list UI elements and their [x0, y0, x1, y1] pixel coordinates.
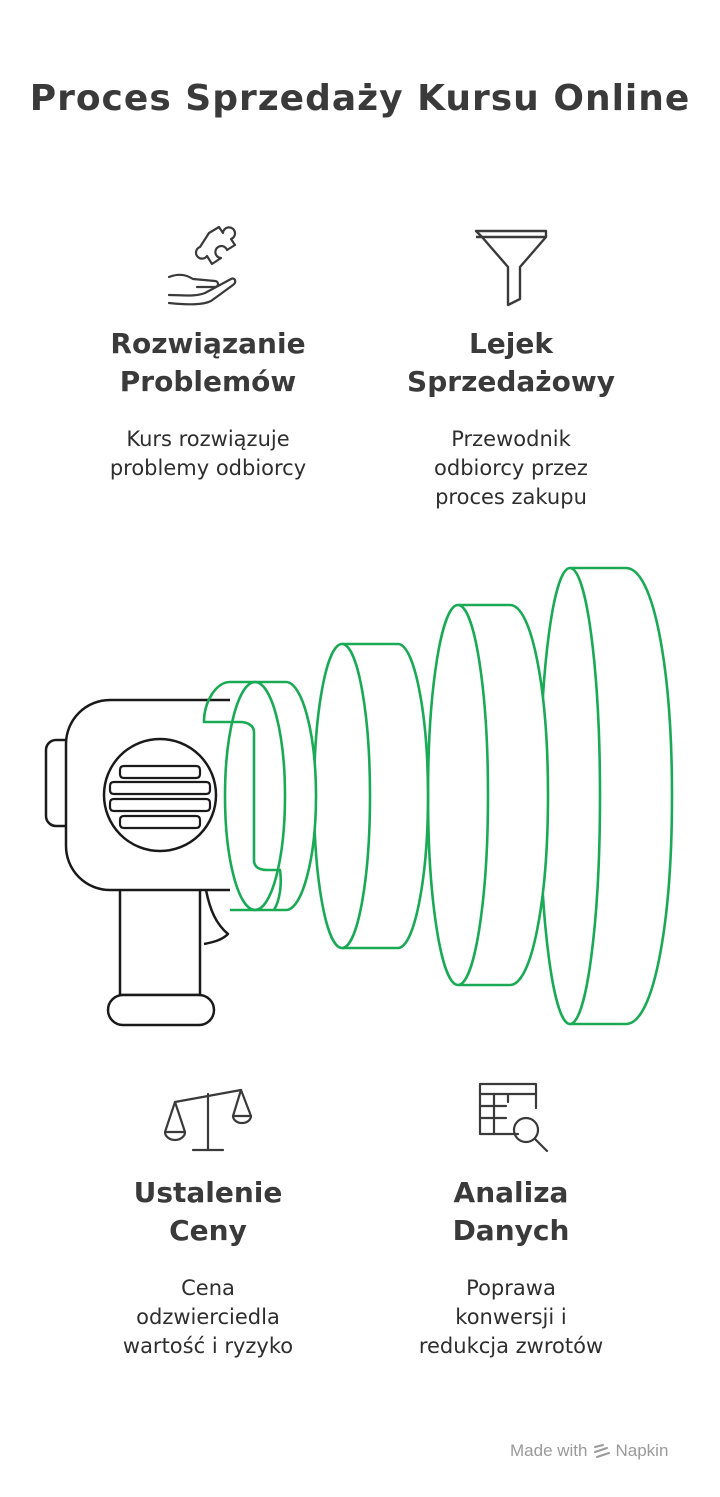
block-problem-solving: Rozwiązanie Problemów Kurs rozwiązuje pr…	[58, 225, 358, 483]
block-heading: Analiza Danych	[452, 1176, 570, 1247]
block-heading: Ustalenie Ceny	[133, 1176, 283, 1247]
hand-puzzle-icon	[167, 225, 237, 306]
funnel-icon	[474, 229, 548, 307]
footer-made-with: Made with	[510, 1441, 588, 1460]
block-pricing: Ustalenie Ceny Cena odzwierciedla wartoś…	[58, 1078, 358, 1361]
table-search-icon	[478, 1082, 549, 1153]
block-description: Cena odzwierciedla wartość i ryzyko	[122, 1276, 294, 1358]
block-heading: Rozwiązanie Problemów	[110, 327, 306, 398]
napkin-brand: Napkin	[593, 1441, 668, 1461]
block-heading: Lejek Sprzedażowy	[407, 327, 615, 398]
block-sales-funnel: Lejek Sprzedażowy Przewodnik odbiorcy pr…	[361, 225, 661, 512]
napkin-logo-icon	[594, 1444, 611, 1458]
page-title: Proces Sprzedaży Kursu Online	[29, 78, 691, 119]
footer-brand: Napkin	[615, 1441, 669, 1460]
block-data-analysis: Analiza Danych Poprawa konwersji i reduk…	[361, 1078, 661, 1361]
sound-wave-rings	[202, 566, 674, 1026]
block-description: Kurs rozwiązuje problemy odbiorcy	[109, 427, 307, 480]
block-description: Poprawa konwersji i redukcja zwrotów	[418, 1276, 604, 1358]
megaphone-icon	[44, 698, 257, 1027]
footer-attribution: Made with Napkin	[510, 1441, 668, 1461]
megaphone-illustration	[44, 566, 674, 1027]
scale-icon	[163, 1088, 253, 1152]
block-description: Przewodnik odbiorcy przez proces zakupu	[434, 427, 588, 509]
